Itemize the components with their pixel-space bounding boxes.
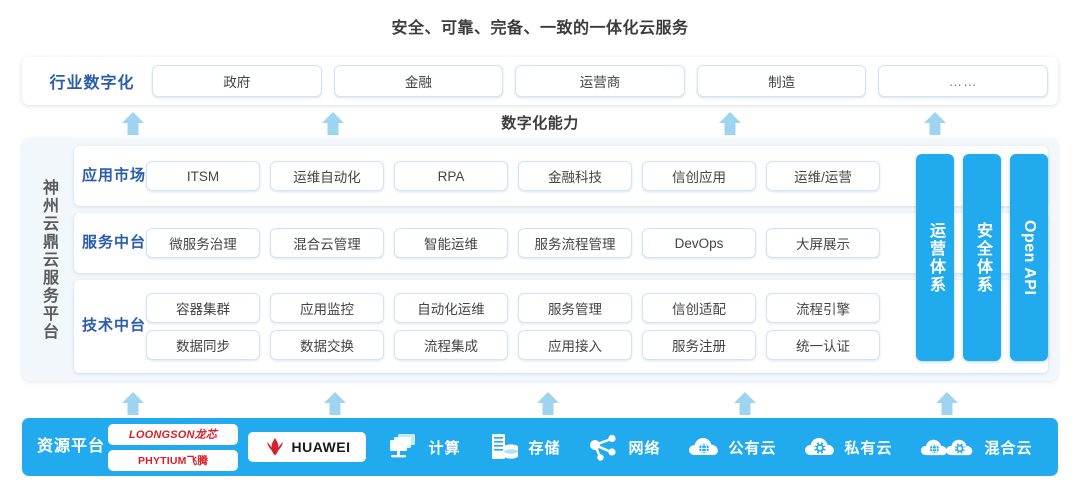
page-title: 安全、可靠、完备、一致的一体化云服务 <box>391 20 689 37</box>
side-pillars: 运营体系 安全体系 Open API <box>908 154 1048 361</box>
cell-container-cluster[interactable]: 容器集群 <box>146 293 260 323</box>
phytium-logo[interactable]: PHYTIUM飞腾 <box>108 449 238 471</box>
resource-item-public-cloud-label: 公有云 <box>728 439 777 457</box>
cell-ops-automation[interactable]: 运维自动化 <box>270 161 384 191</box>
cell-hybrid-cloud-mgmt[interactable]: 混合云管理 <box>270 228 384 258</box>
cell-data-exchange[interactable]: 数据交换 <box>270 330 384 360</box>
cell-microservice-governance[interactable]: 微服务治理 <box>146 228 260 258</box>
resource-item-storage-label: 存储 <box>528 439 561 457</box>
cell-xinchuang-adaptation[interactable]: 信创适配 <box>642 293 756 323</box>
industry-items: 政府 金融 运营商 制造 …… <box>152 65 1048 97</box>
cell-rpa[interactable]: RPA <box>394 161 508 191</box>
layer-row: 容器集群 应用监控 自动化运维 服务管理 信创适配 流程引擎 <box>146 293 1040 323</box>
up-arrow-icon-4 <box>922 110 948 136</box>
cell-itsm[interactable]: ITSM <box>146 161 260 191</box>
industry-chip-manufacturing[interactable]: 制造 <box>696 65 867 97</box>
cell-dashboard-display[interactable]: 大屏展示 <box>766 228 880 258</box>
layer-label-app-market: 应用市场 <box>82 166 147 184</box>
industry-label: 行业数字化 <box>49 75 135 92</box>
industry-chip-finance[interactable]: 金融 <box>333 65 504 97</box>
resource-platform-band: 资源平台 LOONGSON龙芯 PHYTIUM飞腾 HUAWEI <box>22 418 1058 476</box>
cell-service-registry[interactable]: 服务注册 <box>642 330 756 360</box>
huawei-logo-text: HUAWEI <box>291 439 351 455</box>
cell-process-engine[interactable]: 流程引擎 <box>766 293 880 323</box>
platform-vertical-label-text: 神州云鼎云服务平台 <box>40 178 57 341</box>
resource-item-compute[interactable]: 计算 <box>387 432 460 462</box>
resource-item-network[interactable]: 网络 <box>587 432 660 462</box>
cell-unified-auth[interactable]: 统一认证 <box>766 330 880 360</box>
storage-icon <box>492 434 519 459</box>
layer-grid-service: 微服务治理 混合云管理 智能运维 服务流程管理 DevOps 大屏展示 <box>146 228 1040 258</box>
layer-label-tech-midplatform: 技术中台 <box>82 317 147 335</box>
cell-devops[interactable]: DevOps <box>642 228 756 258</box>
up-arrow-icon-6 <box>322 390 348 416</box>
layer-row: 数据同步 数据交换 流程集成 应用接入 服务注册 统一认证 <box>146 330 1040 360</box>
layer-tech-midplatform: 技术中台 容器集群 应用监控 自动化运维 服务管理 信创适配 流程引擎 数据同步… <box>74 280 1048 373</box>
cell-ops-operations[interactable]: 运维/运营 <box>766 161 880 191</box>
cell-app-monitoring[interactable]: 应用监控 <box>270 293 384 323</box>
private-cloud-icon <box>805 438 835 456</box>
cell-service-mgmt[interactable]: 服务管理 <box>518 293 632 323</box>
up-arrow-icon-1 <box>120 110 146 136</box>
pillar-security-system-label: 安全体系 <box>974 221 991 294</box>
cell-intelligent-ops[interactable]: 智能运维 <box>394 228 508 258</box>
platform-vertical-label: 神州云鼎云服务平台 <box>22 138 74 381</box>
resource-item-hybrid-cloud-label: 混合云 <box>984 439 1033 457</box>
industry-chip-operator[interactable]: 运营商 <box>515 65 685 97</box>
cell-app-access[interactable]: 应用接入 <box>518 330 632 360</box>
compute-icon <box>390 434 416 458</box>
layer-label-service-midplatform: 服务中台 <box>82 233 147 251</box>
hybrid-cloud-icon <box>921 439 973 456</box>
resource-item-private-cloud[interactable]: 私有云 <box>803 432 892 462</box>
up-arrow-icon-2 <box>320 110 346 136</box>
pillar-operations-system-label: 运营体系 <box>927 221 944 294</box>
up-arrow-icon-9 <box>934 390 960 416</box>
huawei-logo[interactable]: HUAWEI <box>248 432 366 462</box>
pillar-operations-system[interactable]: 运营体系 <box>916 154 954 361</box>
cell-data-sync[interactable]: 数据同步 <box>146 330 260 360</box>
resource-item-compute-label: 计算 <box>428 439 461 457</box>
up-arrow-icon-5 <box>120 390 146 416</box>
pillar-open-api[interactable]: Open API <box>1010 154 1048 361</box>
up-arrow-icon-3 <box>717 110 743 136</box>
loongson-logo[interactable]: LOONGSON龙芯 <box>108 423 238 445</box>
resource-item-network-label: 网络 <box>628 439 661 457</box>
public-cloud-icon <box>689 438 719 456</box>
cell-process-integration[interactable]: 流程集成 <box>394 330 508 360</box>
cloud-platform-container: 神州云鼎云服务平台 应用市场 ITSM 运维自动化 RPA 金融科技 信创应用 … <box>22 138 1058 381</box>
pillar-open-api-label: Open API <box>1021 219 1038 296</box>
resource-label: 资源平台 <box>36 438 105 456</box>
capability-label: 数字化能力 <box>501 115 579 132</box>
cell-service-process-mgmt[interactable]: 服务流程管理 <box>518 228 632 258</box>
layer-app-market: 应用市场 ITSM 运维自动化 RPA 金融科技 信创应用 运维/运营 <box>74 146 1048 206</box>
resource-item-public-cloud[interactable]: 公有云 <box>687 432 776 462</box>
layer-service-midplatform: 服务中台 微服务治理 混合云管理 智能运维 服务流程管理 DevOps 大屏展示 <box>74 213 1048 273</box>
network-icon <box>590 434 617 461</box>
resource-item-hybrid-cloud[interactable]: 混合云 <box>919 432 1032 462</box>
platform-layers: 应用市场 ITSM 运维自动化 RPA 金融科技 信创应用 运维/运营 服务中台 <box>74 138 1058 381</box>
industry-chip-government[interactable]: 政府 <box>152 65 322 97</box>
pillar-security-system[interactable]: 安全体系 <box>963 154 1001 361</box>
layer-grid-tech: 容器集群 应用监控 自动化运维 服务管理 信创适配 流程引擎 数据同步 数据交换… <box>146 293 1040 360</box>
industry-digitalization-band: 行业数字化 政府 金融 运营商 制造 …… <box>22 57 1058 105</box>
resource-item-storage[interactable]: 存储 <box>487 432 560 462</box>
layer-row: ITSM 运维自动化 RPA 金融科技 信创应用 运维/运营 <box>146 161 1040 191</box>
up-arrow-icon-7 <box>535 390 561 416</box>
cpu-vendor-logos: LOONGSON龙芯 PHYTIUM飞腾 <box>108 423 238 471</box>
layer-row: 微服务治理 混合云管理 智能运维 服务流程管理 DevOps 大屏展示 <box>146 228 1040 258</box>
resource-item-private-cloud-label: 私有云 <box>844 439 893 457</box>
up-arrow-icon-8 <box>732 390 758 416</box>
cell-fintech[interactable]: 金融科技 <box>518 161 632 191</box>
resource-items: 计算 存储 <box>366 432 1046 462</box>
huawei-flower-icon <box>266 438 283 456</box>
cell-xinchuang-app[interactable]: 信创应用 <box>642 161 756 191</box>
industry-chip-more[interactable]: …… <box>878 65 1048 97</box>
layer-grid-app-market: ITSM 运维自动化 RPA 金融科技 信创应用 运维/运营 <box>146 161 1040 191</box>
cell-automated-ops[interactable]: 自动化运维 <box>394 293 508 323</box>
